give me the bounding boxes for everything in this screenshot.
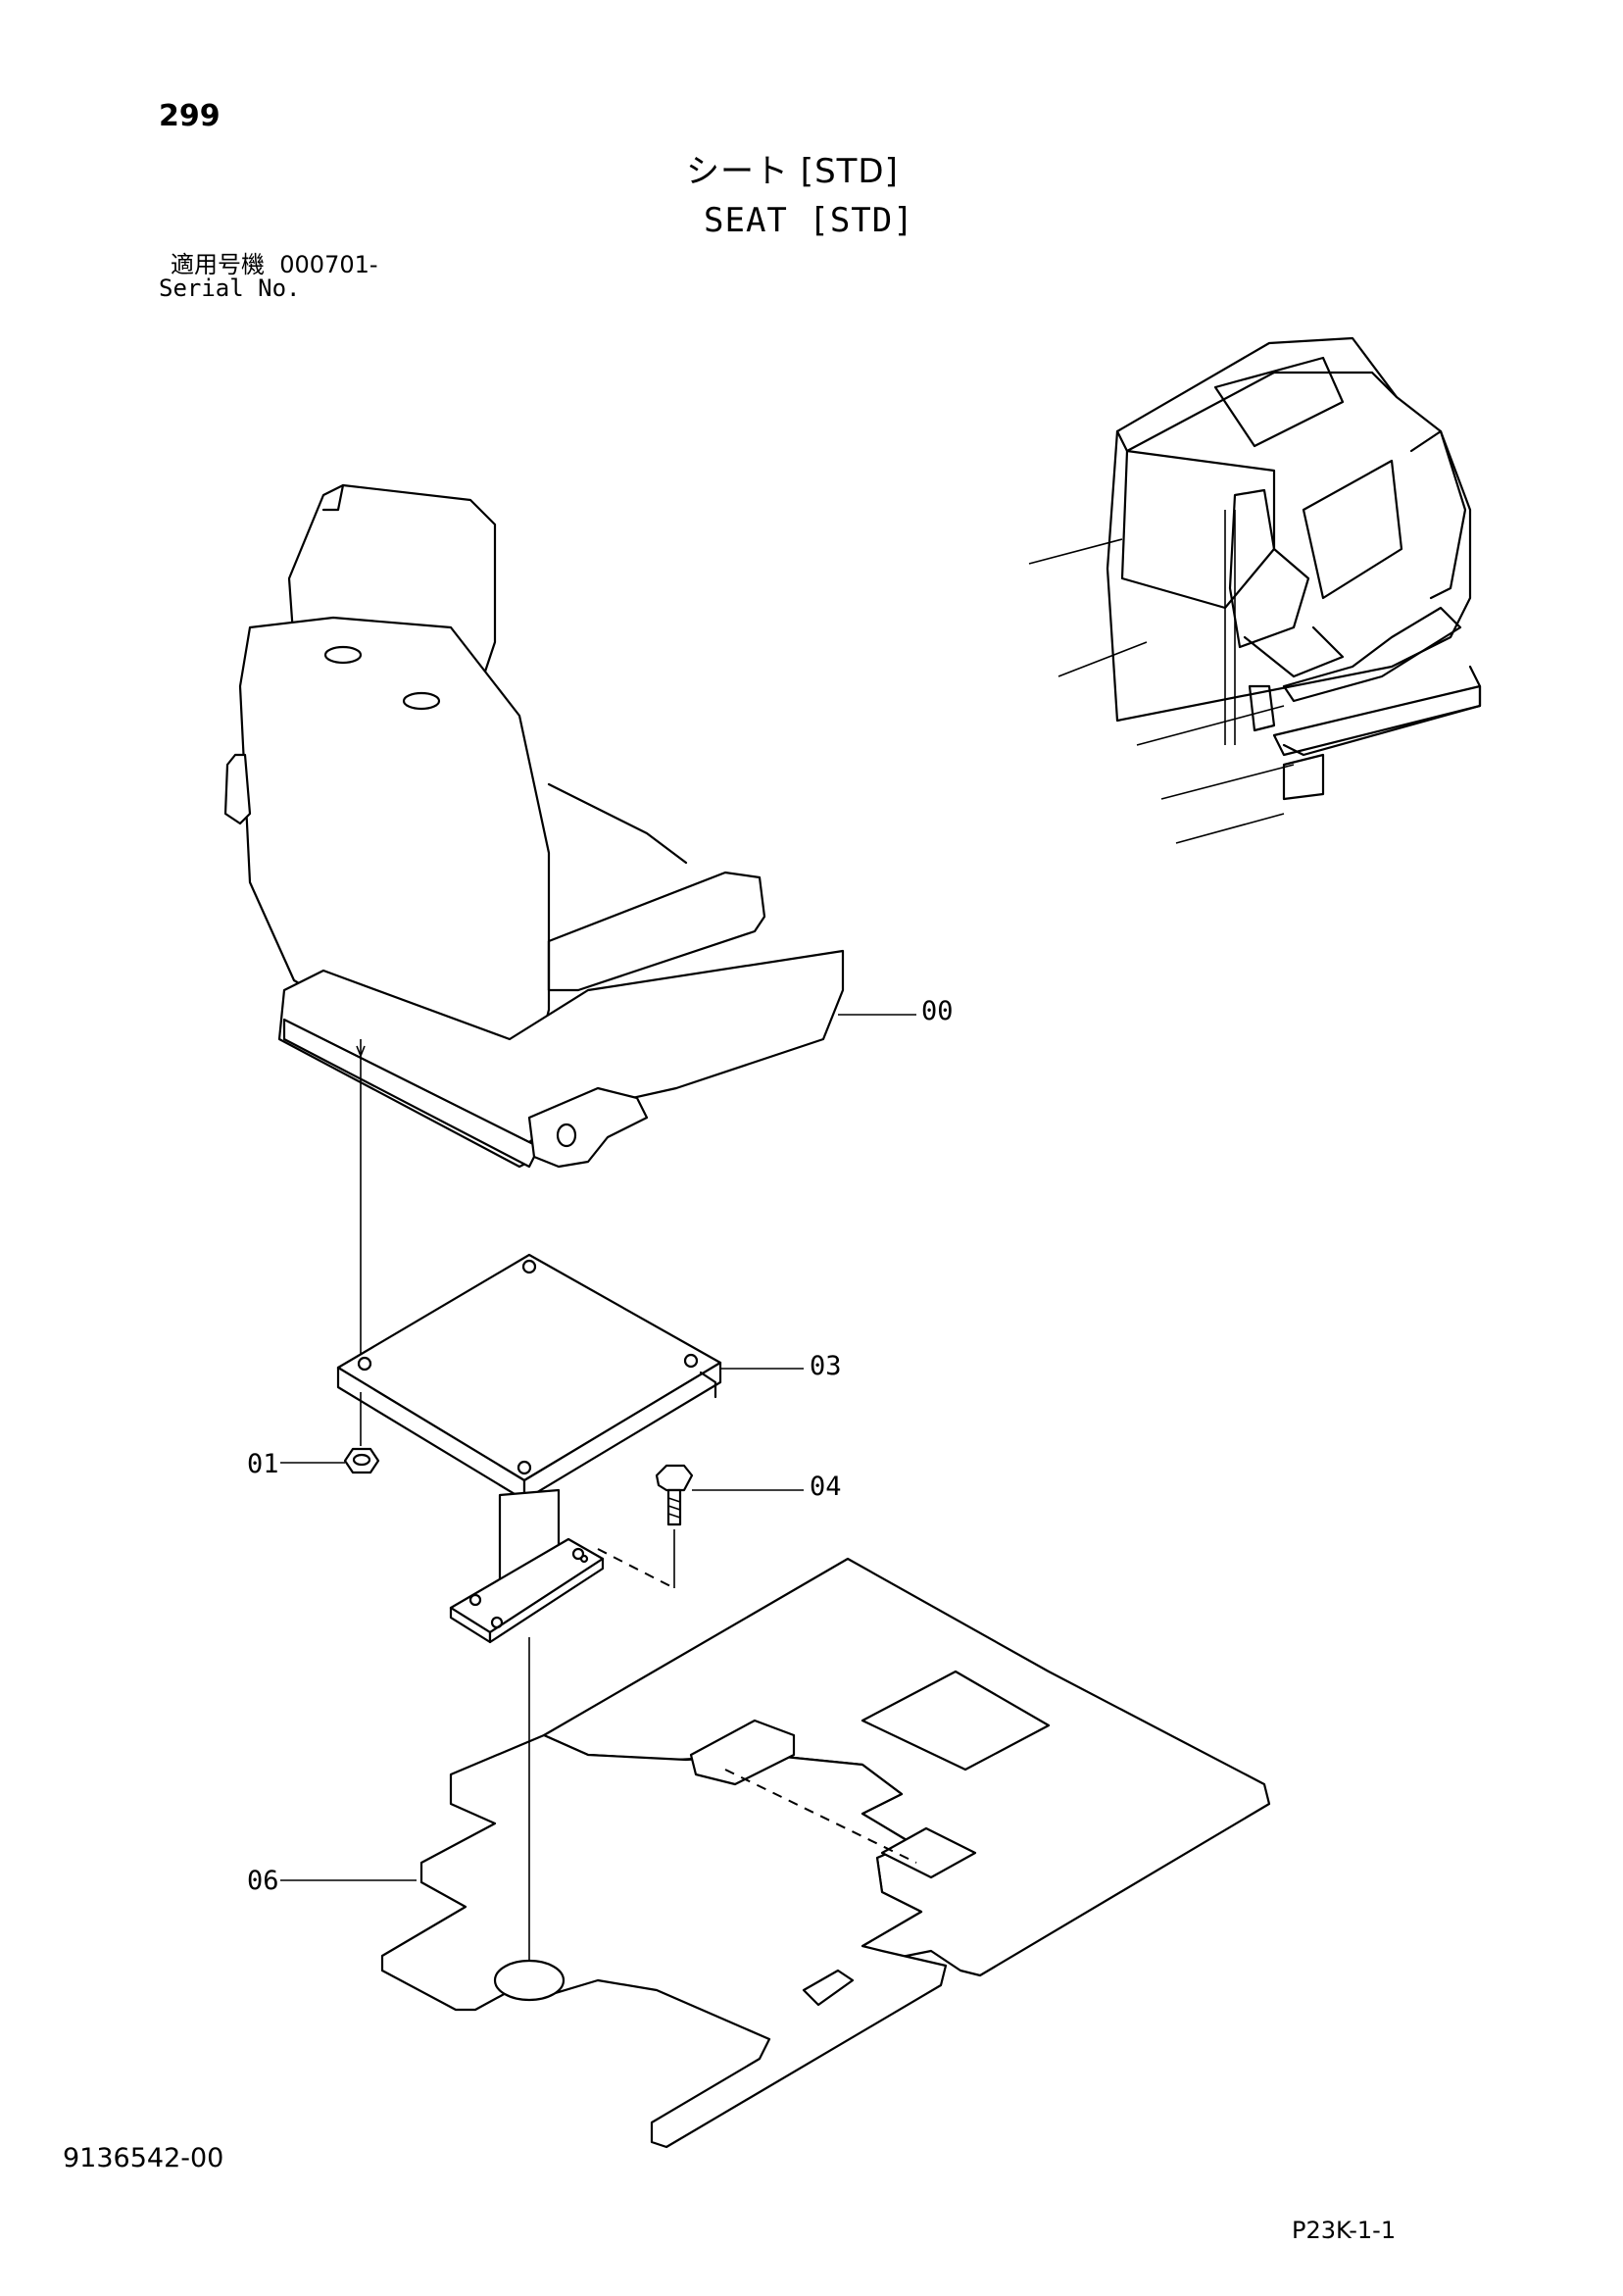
seat-plate-illustration (336, 1253, 722, 1644)
callout-leaders (280, 1014, 916, 1881)
callout-06: 06 (247, 1866, 279, 1896)
nut-illustration (343, 1392, 380, 1474)
serial-value: 000701- (279, 251, 378, 278)
callout-03: 03 (810, 1351, 842, 1381)
bolt-illustration (597, 1464, 694, 1589)
title-english: SEAT [STD] (704, 201, 914, 240)
seat-illustration (223, 483, 845, 1363)
callout-00: 00 (921, 996, 954, 1026)
page-number: 299 (159, 99, 221, 133)
serial-label-english: Serial No. (159, 275, 301, 302)
callout-04: 04 (810, 1472, 842, 1502)
serial-label-japanese: 適用号機 000701- (171, 253, 378, 276)
callout-01: 01 (247, 1449, 279, 1479)
title-japanese: シート [STD] (686, 152, 899, 191)
floor-mat-illustration (380, 1557, 1271, 2149)
figure-reference: P23K-1-1 (1292, 2217, 1397, 2244)
cab-overview-illustration (1028, 336, 1482, 844)
drawing-number: 9136542-00 (63, 2143, 224, 2173)
serial-label-jp-text: 適用号機 (171, 251, 265, 278)
